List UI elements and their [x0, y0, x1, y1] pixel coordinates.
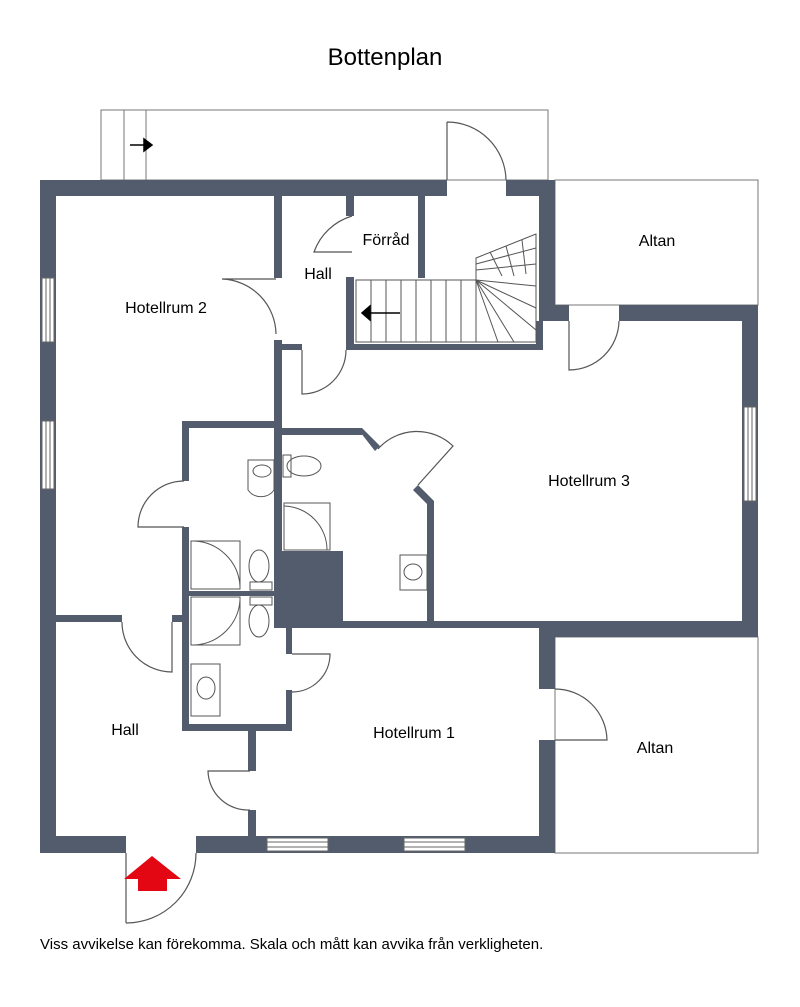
entrance-arrow-icon	[124, 856, 181, 891]
door-hotellrum-1-hall	[207, 770, 251, 811]
fixtures	[190, 454, 428, 717]
room-label-forrad: Förråd	[362, 232, 410, 249]
sink-upper	[247, 459, 275, 498]
shower-left-lower	[190, 596, 241, 646]
room-label-hotellrum-1: Hotellrum 1	[373, 725, 455, 742]
shower-right	[283, 502, 331, 551]
door-hotellrum-1	[291, 653, 331, 693]
shower-left-upper	[190, 540, 241, 590]
windows	[41, 277, 757, 852]
door-forrad	[313, 215, 353, 253]
door-main-entrance	[125, 852, 197, 924]
interior-walls	[56, 196, 543, 840]
door-bathroom-left	[137, 480, 185, 528]
door-bathroom-right	[377, 430, 454, 486]
room-label-altan-lower: Altan	[636, 740, 674, 757]
doors	[121, 121, 620, 924]
room-label-hall-upper: Hall	[304, 266, 332, 283]
door-altan-lower	[554, 688, 608, 741]
sink-right	[399, 554, 428, 591]
room-label-hall-lower: Hall	[111, 722, 139, 739]
window-left-upper	[41, 277, 55, 343]
outer-walls	[40, 180, 758, 853]
door-hotellrum-2	[221, 278, 277, 335]
window-left-lower	[41, 420, 55, 490]
terrace-upper-left	[100, 109, 549, 181]
toilet-left-lower	[248, 596, 273, 638]
room-label-hotellrum-3: Hotellrum 3	[548, 473, 630, 490]
staircase	[355, 233, 537, 343]
sink-left	[190, 663, 221, 717]
door-hall-lower	[301, 349, 347, 395]
door-altan-upper	[568, 320, 620, 371]
door-hall-lower-room	[121, 621, 173, 673]
terrace-step-arrow	[130, 137, 154, 153]
toilet-upper	[282, 454, 322, 478]
stair-direction-arrow	[360, 304, 400, 322]
plan-title: Bottenplan	[327, 44, 443, 71]
disclaimer-text: Viss avvikelse kan förekomma. Skala och …	[40, 936, 544, 953]
door-terrace	[446, 121, 507, 181]
room-label-hotellrum-2: Hotellrum 2	[125, 300, 207, 317]
window-bottom-left	[266, 837, 329, 852]
window-right	[743, 406, 757, 502]
room-label-altan-upper: Altan	[638, 233, 676, 250]
window-bottom-right	[403, 837, 466, 852]
toilet-left-upper	[248, 549, 273, 591]
